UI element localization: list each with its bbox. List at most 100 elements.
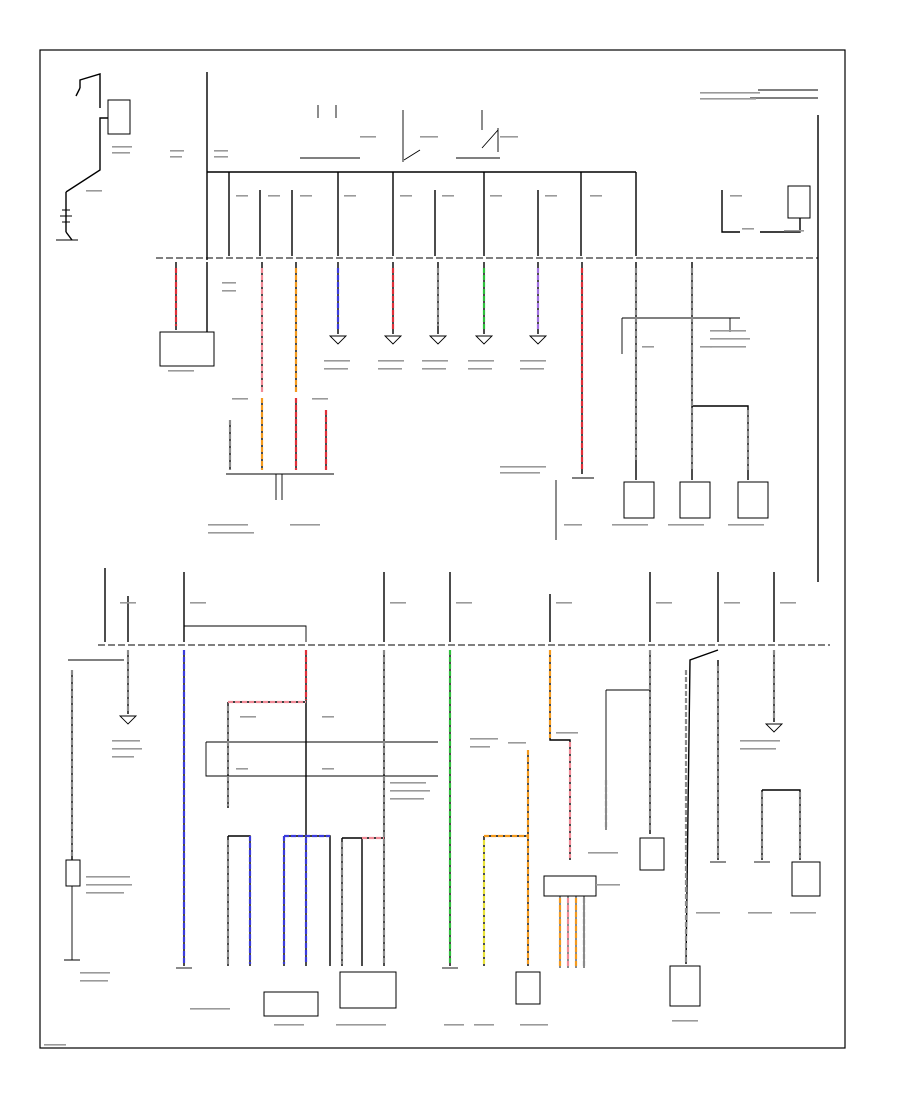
label-mark-21 (500, 136, 518, 138)
lower-fuse-row (98, 568, 830, 646)
label-mark-39 (208, 524, 248, 526)
label-mark-22 (700, 92, 760, 94)
label-mark-78 (696, 912, 720, 914)
label-mark-8 (268, 195, 280, 197)
label-mark-65 (86, 884, 132, 886)
label-mark-53 (120, 602, 136, 604)
label-mark-28 (378, 360, 404, 362)
label-mark-88 (520, 1024, 548, 1026)
label-marks (44, 92, 816, 1046)
label-mark-55 (390, 602, 406, 604)
label-mark-51 (642, 346, 654, 348)
label-mark-83 (190, 1008, 230, 1010)
label-mark-5 (214, 156, 228, 158)
label-mark-24 (168, 370, 194, 372)
label-mark-32 (324, 368, 348, 370)
label-mark-90 (44, 1044, 66, 1046)
label-mark-29 (422, 360, 448, 362)
label-mark-18 (784, 230, 804, 232)
label-mark-4 (214, 150, 228, 152)
label-mark-71 (390, 782, 426, 784)
label-mark-6 (86, 190, 102, 192)
label-mark-49 (710, 338, 750, 340)
label-mark-16 (730, 195, 742, 197)
label-mark-2 (170, 150, 184, 152)
label-mark-81 (80, 972, 110, 974)
label-mark-85 (336, 1024, 386, 1026)
label-mark-75 (596, 884, 620, 886)
label-mark-35 (468, 368, 492, 370)
label-mark-68 (470, 746, 490, 748)
label-mark-73 (390, 798, 424, 800)
label-mark-56 (456, 602, 472, 604)
label-mark-11 (400, 195, 412, 197)
underhood-fuse-box (156, 72, 819, 582)
label-mark-79 (748, 912, 772, 914)
label-mark-34 (422, 368, 446, 370)
label-mark-70 (556, 732, 578, 734)
label-mark-42 (500, 466, 546, 468)
diagram-frame (39, 49, 846, 1049)
upper-circuits (226, 262, 769, 540)
label-mark-31 (520, 360, 546, 362)
label-mark-67 (470, 738, 498, 740)
label-mark-30 (468, 360, 494, 362)
label-mark-62 (112, 748, 142, 750)
label-mark-10 (344, 195, 356, 197)
label-mark-1 (112, 152, 130, 154)
label-mark-27 (324, 360, 350, 362)
label-mark-33 (378, 368, 402, 370)
battery (56, 73, 131, 241)
label-mark-54 (190, 602, 206, 604)
label-mark-12 (442, 195, 454, 197)
label-mark-87 (474, 1024, 494, 1026)
label-mark-3 (170, 156, 182, 158)
label-mark-43 (500, 472, 540, 474)
label-mark-63 (112, 756, 134, 758)
label-mark-38 (312, 398, 328, 400)
label-mark-36 (520, 368, 544, 370)
label-mark-20 (420, 136, 438, 138)
label-mark-84 (274, 1024, 304, 1026)
label-mark-58 (656, 602, 672, 604)
label-mark-91 (240, 716, 256, 718)
label-mark-44 (564, 524, 582, 526)
label-mark-86 (444, 1024, 464, 1026)
label-mark-76 (740, 740, 780, 742)
label-mark-17 (742, 228, 754, 230)
label-mark-41 (208, 532, 254, 534)
label-mark-93 (322, 768, 334, 770)
generator (159, 262, 215, 367)
label-mark-48 (710, 330, 746, 332)
label-mark-72 (390, 790, 430, 792)
label-mark-13 (490, 195, 502, 197)
label-mark-15 (590, 195, 602, 197)
label-mark-59 (724, 602, 740, 604)
label-mark-40 (290, 524, 320, 526)
label-mark-80 (790, 912, 816, 914)
label-mark-46 (668, 524, 704, 526)
label-mark-25 (222, 282, 236, 284)
lower-circuits (64, 649, 821, 1017)
label-mark-19 (360, 136, 376, 138)
label-mark-92 (322, 716, 334, 718)
label-mark-89 (672, 1020, 698, 1022)
label-mark-14 (545, 195, 557, 197)
label-mark-37 (232, 398, 248, 400)
label-mark-82 (80, 980, 108, 982)
label-mark-45 (612, 524, 648, 526)
label-mark-7 (236, 195, 248, 197)
label-mark-77 (740, 748, 776, 750)
label-mark-52 (700, 346, 712, 348)
label-mark-0 (112, 146, 132, 148)
label-mark-26 (222, 290, 236, 292)
label-mark-23 (700, 98, 756, 100)
label-mark-64 (86, 876, 130, 878)
label-mark-60 (780, 602, 796, 604)
label-mark-66 (86, 892, 124, 894)
label-mark-61 (112, 740, 140, 742)
label-mark-47 (728, 524, 764, 526)
color-wires (70, 268, 802, 966)
